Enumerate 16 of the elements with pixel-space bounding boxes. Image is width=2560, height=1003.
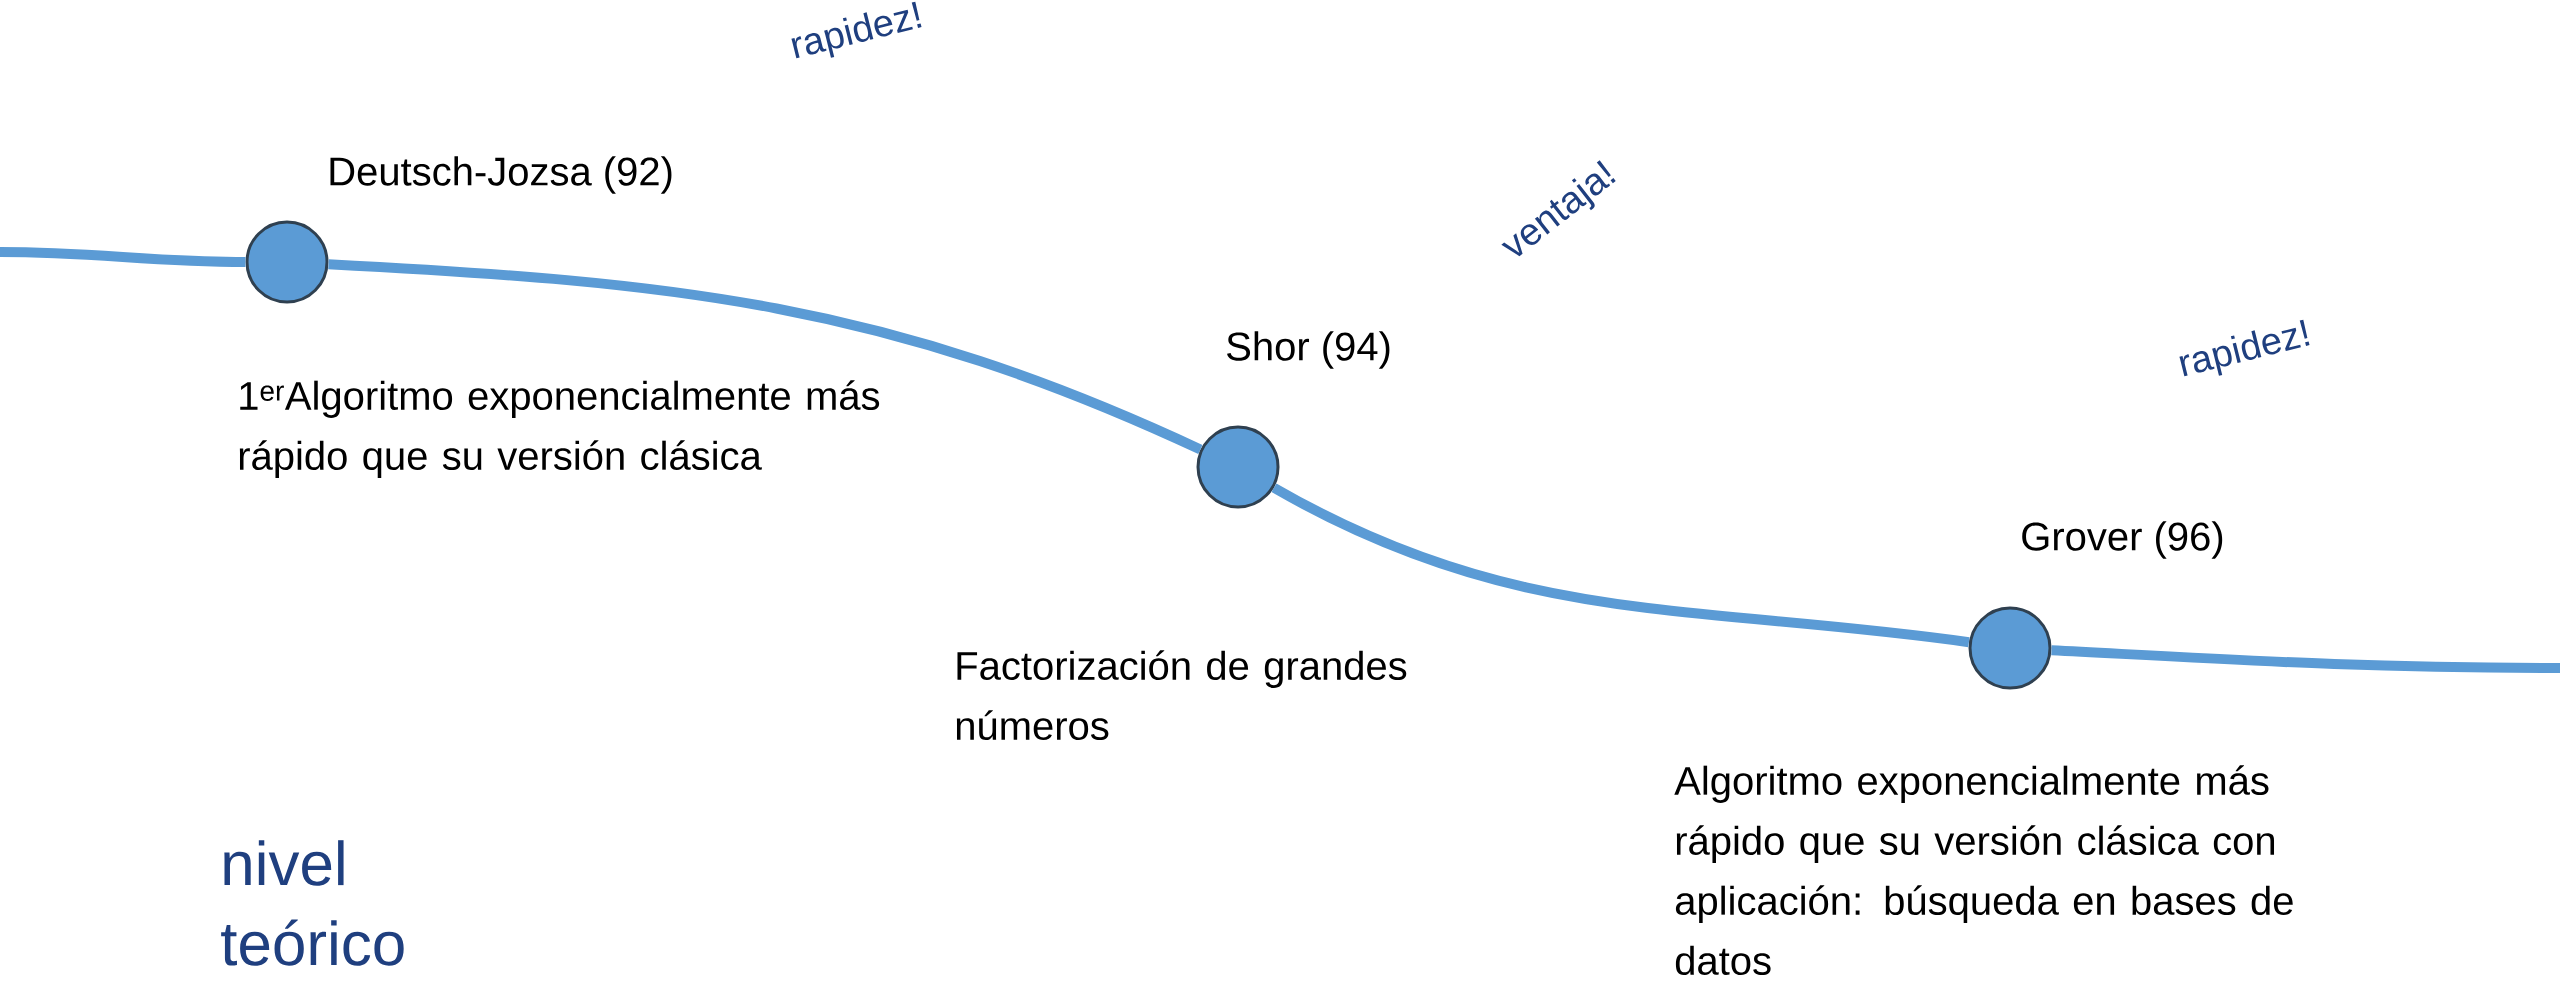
algorithm-name: Grover (96): [2022, 521, 2223, 559]
level-label: nivel teórico: [221, 840, 404, 966]
timeline-line: [328, 259, 1203, 455]
timeline-dot: [1968, 606, 2052, 690]
exclamation-note: rapidez!: [2179, 319, 2310, 377]
timeline-dot: [1196, 425, 1280, 509]
timeline-dot: [245, 220, 329, 304]
timeline-line: [1271, 483, 1970, 648]
exclamation-note: rapidez!: [791, 1, 922, 59]
description-text: Factorización de grandes números: [956, 650, 1407, 741]
description-text: Algoritmo exponencialmente más rápido que su versión clásica con aplicación: búsqueda en bases de datos: [1674, 765, 2293, 976]
algorithm-name: Deutsch-Jozsa (92): [330, 156, 672, 194]
description-text: 1$^{er}$Algoritmo exponencialmente más rápido que su versión clásica: [239, 380, 880, 478]
timeline-line: [0, 247, 246, 267]
timeline-line: [2051, 645, 2560, 673]
algorithm-name: Shor (94): [1227, 331, 1390, 369]
